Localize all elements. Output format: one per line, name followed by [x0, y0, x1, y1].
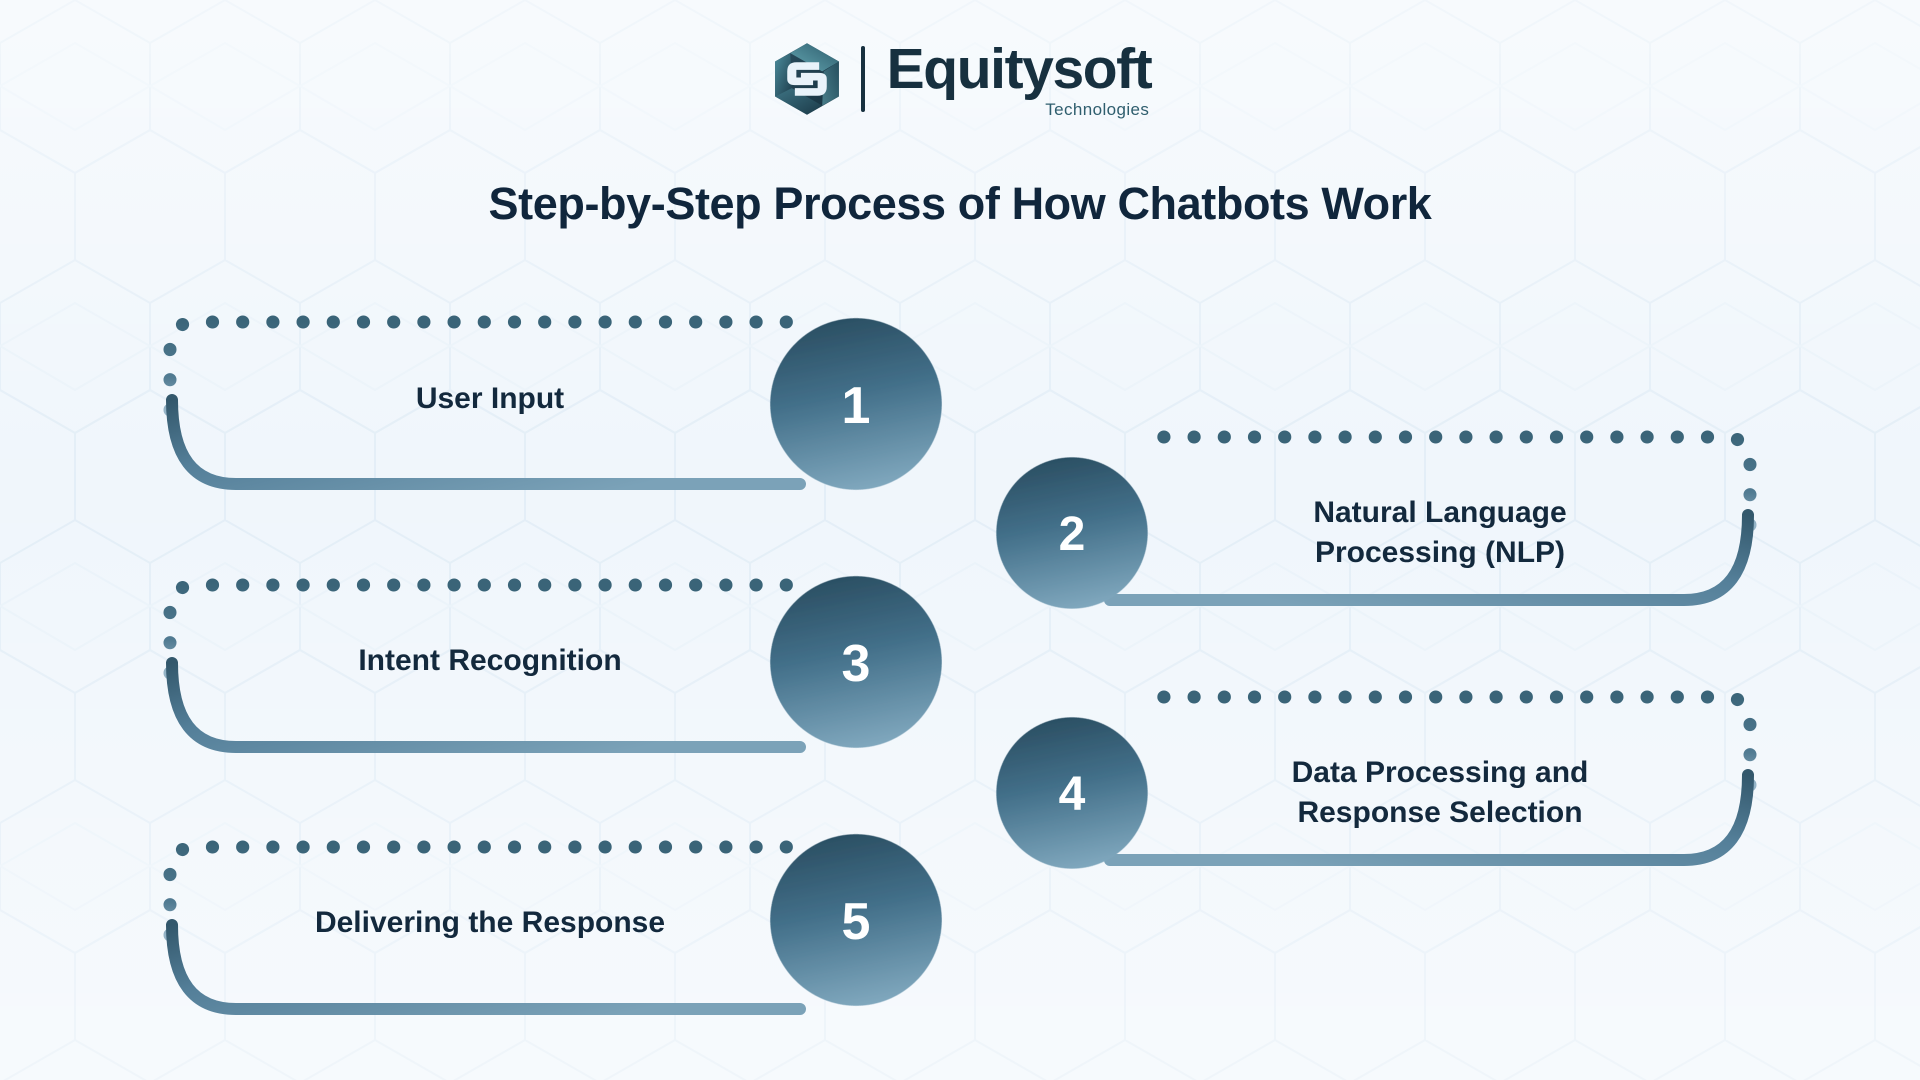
equitysoft-cube-logo-icon	[774, 43, 839, 115]
step-3-number: 3	[841, 635, 871, 693]
step-1-circle[interactable]	[770, 318, 942, 490]
step-4-label-line1: Data Processing and	[1291, 756, 1589, 789]
step-4-label-line2: Response Selection	[1297, 795, 1583, 829]
step-4-number: 4	[1058, 768, 1086, 821]
wordmark-block: Equitysoft Technologies	[881, 36, 1153, 119]
logo-divider	[860, 46, 865, 112]
step-2-label-line1: Natural Language	[1313, 496, 1567, 529]
step-1-number: 1	[841, 377, 871, 435]
step-5-label: Delivering the Response	[314, 906, 666, 939]
step-5-circle[interactable]	[770, 834, 942, 1006]
step-2-label: Natural Language Processing (NLP)	[1180, 493, 1700, 572]
page-title: Step-by-Step Process of How Chatbots Wor…	[488, 178, 1432, 229]
brand-wordmark: Equitysoft	[886, 36, 1153, 101]
step-3-label: Intent Recognition	[358, 644, 622, 677]
brand-tagline: Technologies	[1045, 99, 1150, 119]
step-2-label-line2: Processing (NLP)	[1314, 535, 1566, 569]
step-4-label: Data Processing and Response Selection	[1180, 753, 1700, 832]
step-2-number: 2	[1058, 508, 1086, 561]
brand-header: Equitysoft Technologies	[0, 24, 1920, 134]
step-2-circle[interactable]	[996, 457, 1148, 609]
step-4-circle[interactable]	[996, 717, 1148, 869]
step-1-label: User Input	[415, 382, 565, 415]
step-circle-chain	[770, 318, 1148, 1006]
step-5-number: 5	[841, 893, 871, 951]
step-3-circle[interactable]	[770, 576, 942, 748]
brand-lockup: Equitysoft Technologies	[769, 36, 1153, 119]
